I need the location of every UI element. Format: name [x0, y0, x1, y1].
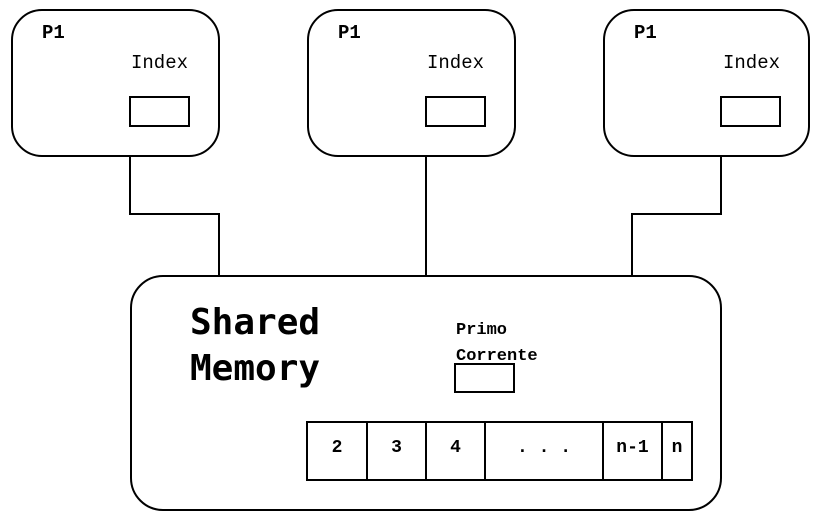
shared-memory-title-line2: Memory: [190, 348, 320, 389]
process-1-index-label: Index: [131, 52, 188, 74]
array-cell: [366, 421, 427, 481]
process-3-name: P1: [634, 22, 657, 44]
array-cell-label: . . .: [517, 438, 571, 458]
connector-process-1: [129, 156, 220, 276]
connections: [129, 156, 722, 276]
shared-memory-box: Shared Memory Primo Corrente 2 3 4 . . . n-1…: [130, 275, 722, 511]
process-box-2: P1 Index: [307, 9, 516, 157]
current-prime-label-line2: Corrente: [456, 347, 538, 366]
process-3-index-label: Index: [723, 52, 780, 74]
number-array: 2 3 4 . . . n-1 n: [306, 421, 693, 481]
process-3-index-field: [720, 96, 781, 127]
process-1-index-field: [129, 96, 190, 127]
array-cell-label: n: [672, 438, 683, 458]
array-cell: [484, 421, 604, 481]
process-2-index-label: Index: [427, 52, 484, 74]
array-cell-label: n-1: [616, 438, 649, 458]
process-1-name: P1: [42, 22, 65, 44]
current-prime-field: [454, 363, 515, 393]
array-cell-label: 2: [332, 438, 343, 458]
array-cell: [602, 421, 663, 481]
current-prime-label-line1: Primo: [456, 321, 507, 340]
array-cell-label: 4: [450, 438, 461, 458]
process-box-3: P1 Index: [603, 9, 810, 157]
connector-process-3: [631, 156, 722, 276]
array-cell: [661, 421, 693, 481]
array-cell-label: 3: [391, 438, 402, 458]
array-cell: [425, 421, 486, 481]
process-box-1: P1 Index: [11, 9, 220, 157]
process-2-index-field: [425, 96, 486, 127]
shared-memory-title-line1: Shared: [190, 302, 320, 343]
process-2-name: P1: [338, 22, 361, 44]
